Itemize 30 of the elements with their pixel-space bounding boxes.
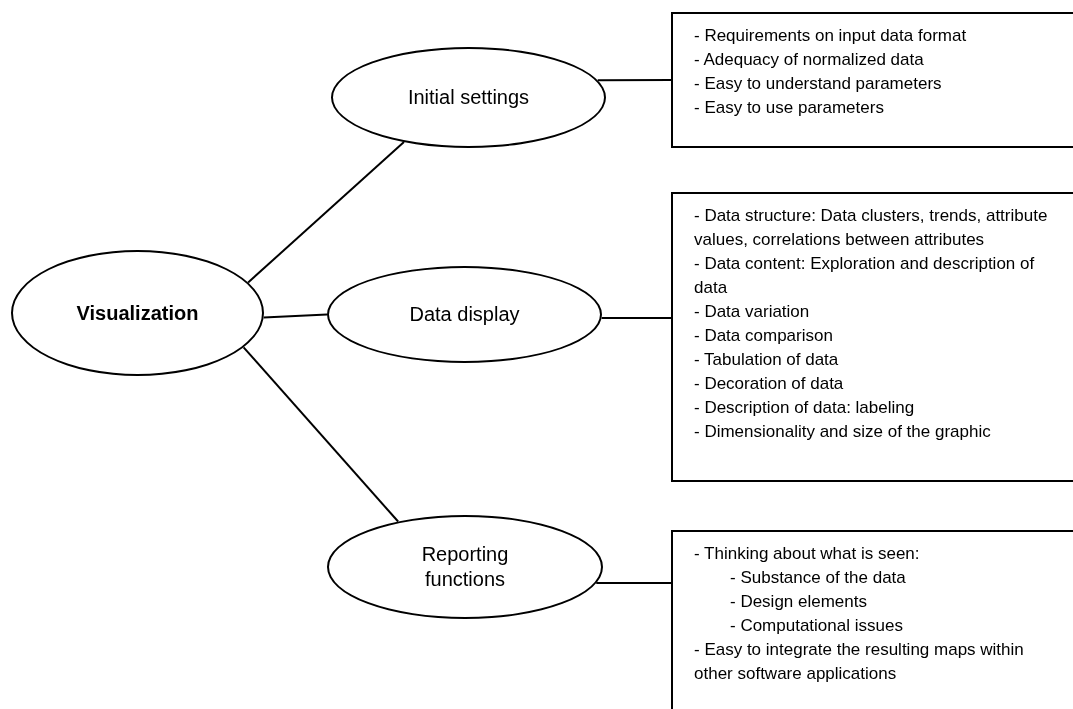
list-item: - Data variation	[694, 301, 811, 323]
connector-line	[595, 582, 672, 585]
connector-line	[596, 79, 672, 82]
list-item: - Adequacy of normalized data	[694, 49, 925, 71]
list-item: - Easy to integrate the resulting maps within other software applications	[694, 639, 1025, 685]
list-item: - Design elements	[730, 591, 868, 613]
list-item: - Easy to use parameters	[694, 97, 885, 119]
list-item: - Requirements on input data format	[694, 25, 968, 47]
list-item: - Decoration of data	[694, 373, 845, 395]
list-item: - Easy to understand parameters	[694, 73, 943, 95]
connector-line	[242, 346, 400, 523]
list-item: - Computational issues	[730, 615, 904, 637]
list-item: - Thinking about what is seen:	[694, 543, 921, 565]
connector-line	[262, 313, 328, 319]
connector-line	[600, 316, 672, 319]
node-label: Initial settings	[407, 85, 530, 110]
list-item: - Description of data: labeling	[694, 397, 916, 419]
node-label: Data display	[409, 302, 520, 327]
list-item: - Data structure: Data clusters, trends, attribute values, correlations between attributes	[694, 205, 1049, 251]
node-label: Visualization	[76, 300, 199, 326]
list-item: - Tabulation of data	[694, 349, 840, 371]
list-box	[671, 192, 1073, 482]
list-item: - Data content: Exploration and description of data	[694, 253, 1036, 299]
list-box	[671, 12, 1073, 148]
list-item: - Substance of the data	[730, 567, 907, 589]
list-item: - Dimensionality and size of the graphic	[694, 421, 992, 443]
list-box	[671, 530, 1073, 709]
connector-line	[247, 141, 405, 284]
node-label: Reporting functions	[420, 542, 510, 592]
list-item: - Data comparison	[694, 325, 834, 347]
